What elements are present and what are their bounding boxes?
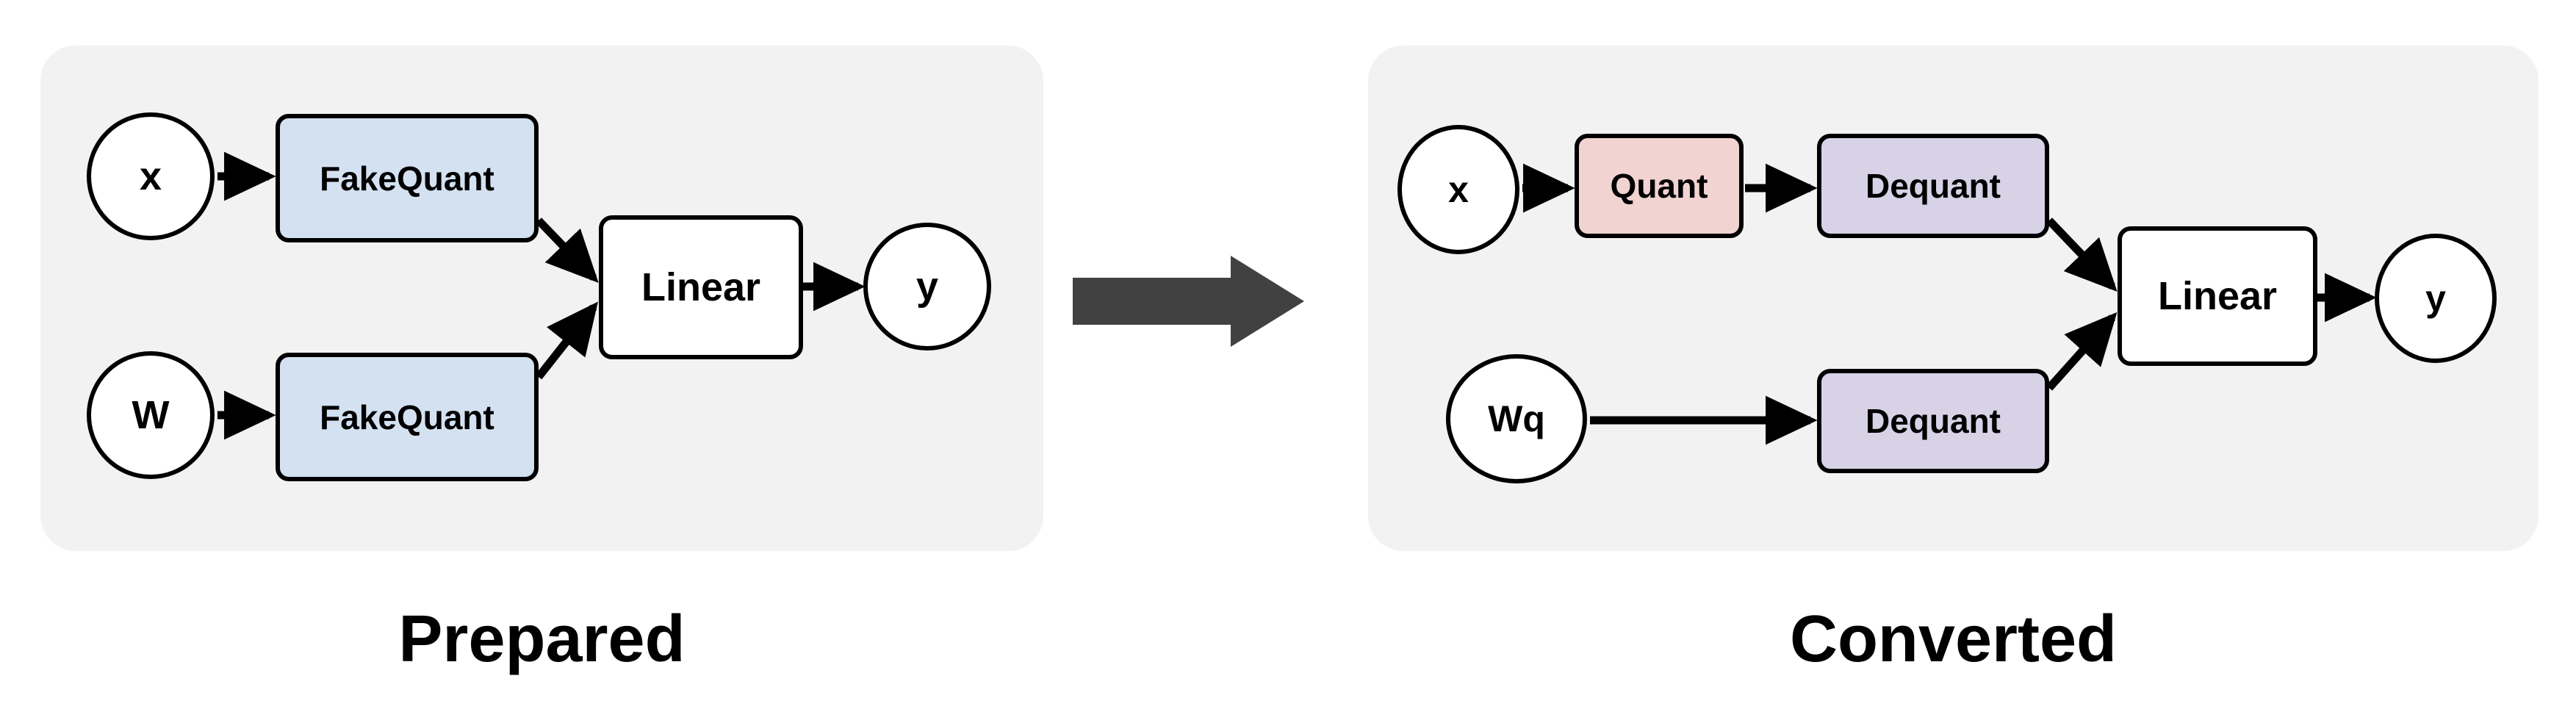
node-fakequant-weight[interactable]: FakeQuant: [276, 353, 539, 481]
node-dequant-weight[interactable]: Dequant: [1817, 369, 2049, 473]
node-wq-converted[interactable]: Wq: [1446, 354, 1587, 483]
node-w-prepared[interactable]: W: [87, 351, 215, 479]
caption-converted: Converted: [1789, 602, 2118, 676]
node-linear-converted[interactable]: Linear: [2118, 226, 2317, 366]
node-linear-prepared[interactable]: Linear: [599, 215, 803, 359]
converts-to-arrow-icon: [1073, 256, 1304, 347]
node-fakequant-activation[interactable]: FakeQuant: [276, 114, 539, 242]
node-x-prepared[interactable]: x: [87, 112, 215, 240]
node-quant[interactable]: Quant: [1575, 134, 1744, 238]
node-y-prepared[interactable]: y: [863, 223, 991, 350]
node-dequant-activation[interactable]: Dequant: [1817, 134, 2049, 238]
caption-prepared: Prepared: [398, 602, 686, 676]
node-y-converted[interactable]: y: [2375, 234, 2497, 363]
node-x-converted[interactable]: x: [1397, 125, 1519, 254]
